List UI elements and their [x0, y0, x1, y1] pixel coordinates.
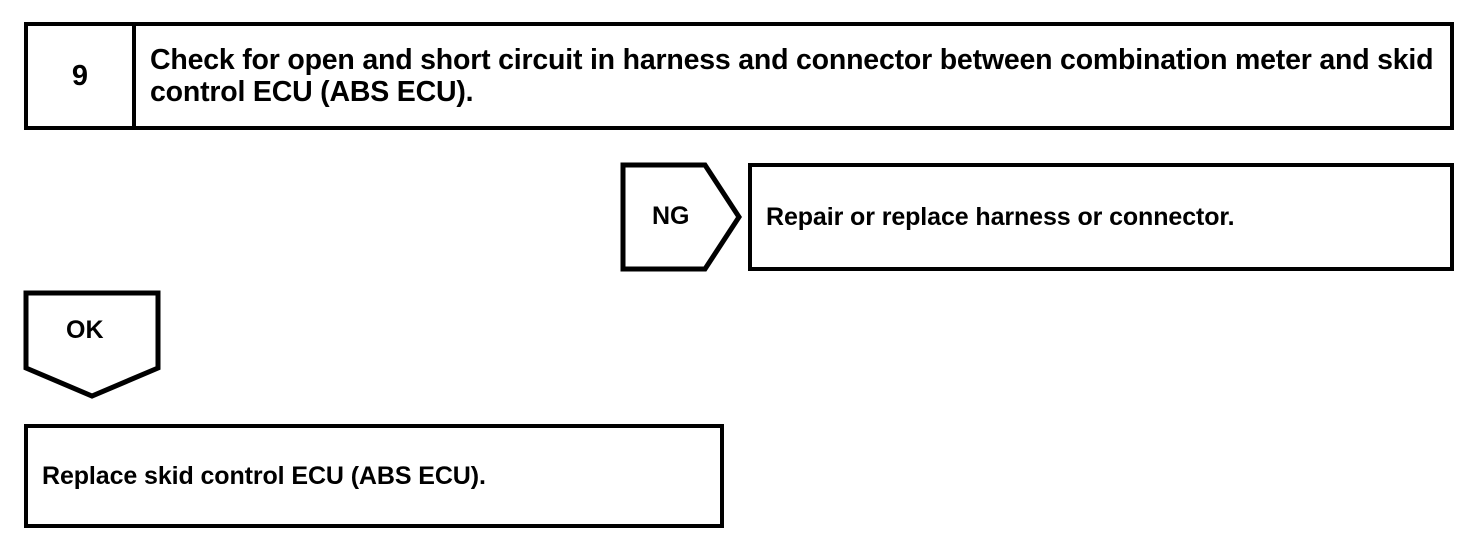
step-header-box: 9 Check for open and short circuit in ha…: [24, 22, 1454, 130]
branch-ng: NG: [619, 161, 743, 273]
right-arrow-pentagon-icon: [620, 162, 742, 272]
replace-ecu-result-box: Replace skid control ECU (ABS ECU).: [24, 424, 724, 528]
branch-ok: OK: [22, 289, 162, 401]
step-instruction-text: Check for open and short circuit in harn…: [150, 43, 1434, 108]
replace-ecu-result-text: Replace skid control ECU (ABS ECU).: [42, 461, 486, 490]
repair-result-box: Repair or replace harness or connector.: [748, 163, 1454, 271]
repair-result-text: Repair or replace harness or connector.: [766, 202, 1235, 231]
step-instruction-cell: Check for open and short circuit in harn…: [136, 26, 1450, 126]
step-number: 9: [71, 59, 89, 92]
branch-ng-label: NG: [652, 202, 690, 230]
down-arrow-pentagon-icon: [23, 290, 161, 399]
step-number-cell: 9: [28, 26, 136, 126]
branch-ok-label: OK: [66, 316, 104, 344]
